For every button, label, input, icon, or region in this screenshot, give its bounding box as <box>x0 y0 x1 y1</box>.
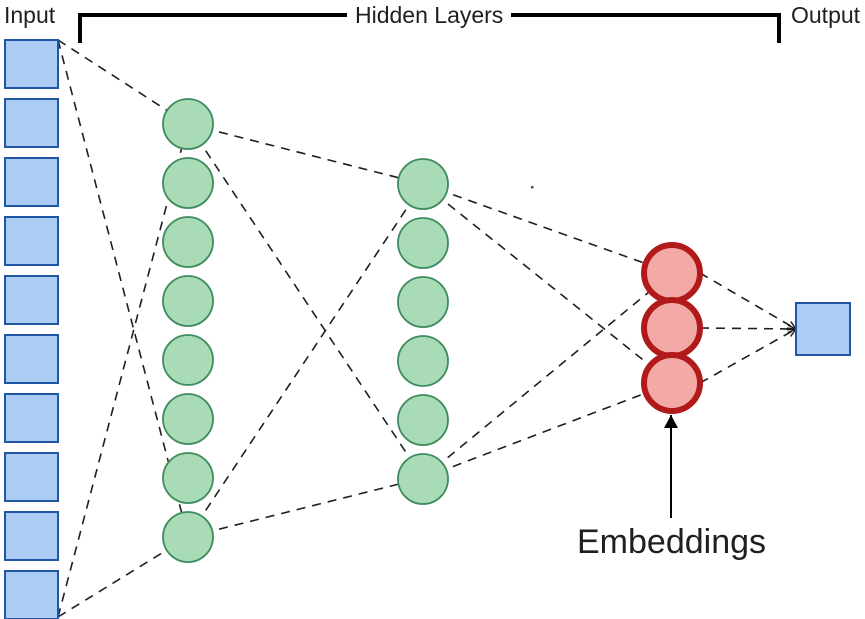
hidden-layer-2-node <box>397 217 449 269</box>
hidden-layer-2-node <box>397 335 449 387</box>
hidden-layer-1-node <box>162 452 214 504</box>
embeddings-label: Embeddings <box>577 523 767 561</box>
input-layer-node <box>4 157 59 207</box>
hidden-layers-bracket <box>78 13 781 43</box>
hidden-layer-2-node <box>397 394 449 446</box>
hidden-layer-2-node <box>397 276 449 328</box>
input-layer-node <box>4 334 59 384</box>
input-layer-node <box>4 570 59 619</box>
hidden-layer-1-node <box>162 216 214 268</box>
hidden-layer-1-nodes <box>162 98 214 563</box>
embedding-layer-node <box>641 297 703 359</box>
stray-dot-artifact <box>531 186 534 189</box>
output-layer-node <box>795 302 851 356</box>
input-layer-node <box>4 39 59 89</box>
hidden-layer-1-node <box>162 334 214 386</box>
connections-hidden2-to-embedding <box>422 183 672 479</box>
input-layer-node <box>4 393 59 443</box>
input-layer-node <box>4 275 59 325</box>
hidden-layer-1-node <box>162 511 214 563</box>
hidden-layer-2-nodes <box>397 158 449 505</box>
hidden-layer-1-node <box>162 98 214 150</box>
hidden-layer-2-node <box>397 158 449 210</box>
output-label: Output <box>791 2 861 28</box>
hidden-layer-1-node <box>162 157 214 209</box>
embedding-layer-node <box>641 242 703 304</box>
hidden-layers-label: Hidden Layers <box>351 4 508 27</box>
input-layer-node <box>4 98 59 148</box>
input-layer-node <box>4 452 59 502</box>
embedding-layer-node <box>641 352 703 414</box>
output-layer-nodes <box>795 302 851 356</box>
connections-embedding-to-output <box>699 272 796 384</box>
embedding-layer-nodes <box>641 242 703 414</box>
hidden-layer-1-node <box>162 393 214 445</box>
hidden-layer-1-node <box>162 275 214 327</box>
input-layer-nodes <box>4 39 59 619</box>
input-label: Input <box>4 2 56 28</box>
connections-hidden1-to-hidden2 <box>187 123 423 538</box>
input-layer-node <box>4 511 59 561</box>
hidden-layer-2-node <box>397 453 449 505</box>
input-layer-node <box>4 216 59 266</box>
